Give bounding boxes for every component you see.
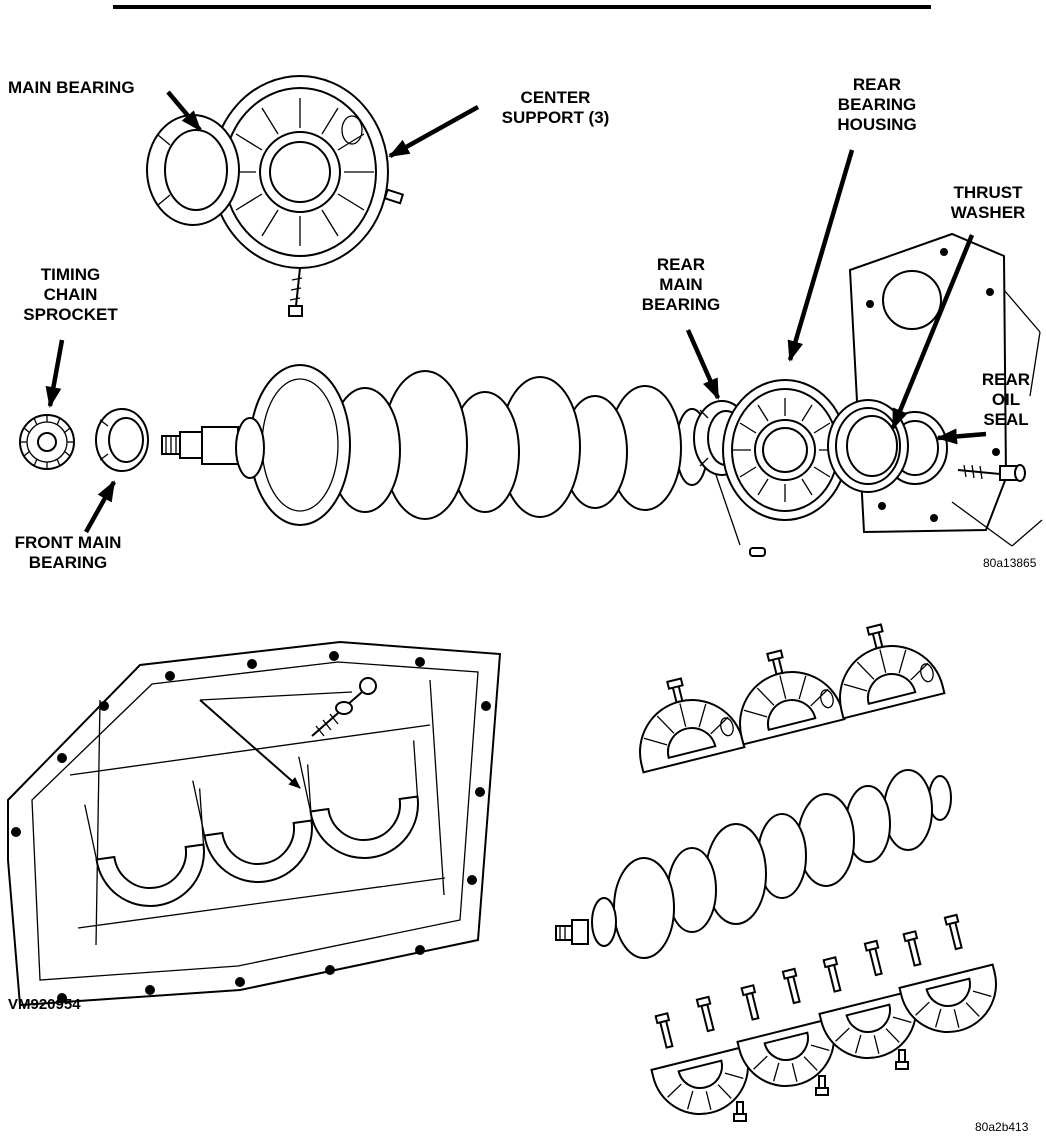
upper-support-1 [622, 666, 746, 774]
label-timing-chain-sprocket: TIMING CHAIN SPROCKET [23, 265, 118, 324]
block-bolt [311, 677, 377, 737]
front-main-bearing-part [95, 408, 149, 472]
thrust-washer-part [827, 399, 909, 493]
label-rear-main-bearing: REAR MAIN BEARING [641, 255, 721, 314]
crankshaft-lower [555, 769, 952, 959]
figure-code-block: VM920954 [8, 996, 81, 1013]
arrow-rear-oil-seal [936, 428, 987, 445]
arrow-rear-bearing-housing [787, 149, 855, 362]
label-main-bearing: MAIN BEARING [8, 78, 135, 97]
cap-bolt-3 [895, 1049, 909, 1070]
arrow-timing-chain-sprocket [45, 339, 65, 408]
main-bearing-part [146, 114, 240, 226]
engine-block-drawing [7, 640, 502, 1007]
figure-code-caps: 80a2b413 [975, 1120, 1029, 1134]
figure-code-exploded: 80a13865 [983, 556, 1037, 570]
bearing-saddles [84, 740, 419, 907]
upper-support-3 [822, 612, 946, 720]
crankshaft-part [161, 364, 709, 526]
upper-support-2 [722, 638, 846, 746]
arrow-thrust-washer [890, 234, 975, 430]
arrow-center-support [388, 105, 480, 158]
rear-bearing-housing-part [722, 379, 848, 521]
exploded-crankshaft-drawing [19, 75, 1043, 557]
label-front-main-bearing: FRONT MAIN BEARING [14, 533, 122, 572]
label-rear-oil-seal: REAR OIL SEAL [981, 370, 1031, 429]
cap-bolt-2 [815, 1075, 829, 1096]
block-bolt-holes [11, 651, 491, 1003]
center-support-part [211, 75, 405, 317]
top-rule [113, 5, 931, 9]
crankshaft-caps-drawing [555, 612, 1008, 1126]
cap-bolt-1 [733, 1101, 747, 1122]
arrow-front-main-bearing [84, 480, 116, 534]
arrow-main-bearing [166, 90, 202, 132]
arrow-block-bolt [199, 699, 301, 789]
label-thrust-washer: THRUST WASHER [950, 183, 1026, 222]
rear-bolt-part [957, 464, 1026, 482]
timing-chain-sprocket-part [19, 414, 75, 470]
label-center-support: CENTER SUPPORT (3) [501, 88, 610, 127]
arrow-rear-main-bearing [685, 329, 721, 400]
label-rear-bearing-housing: REAR BEARING HOUSING [837, 75, 917, 134]
